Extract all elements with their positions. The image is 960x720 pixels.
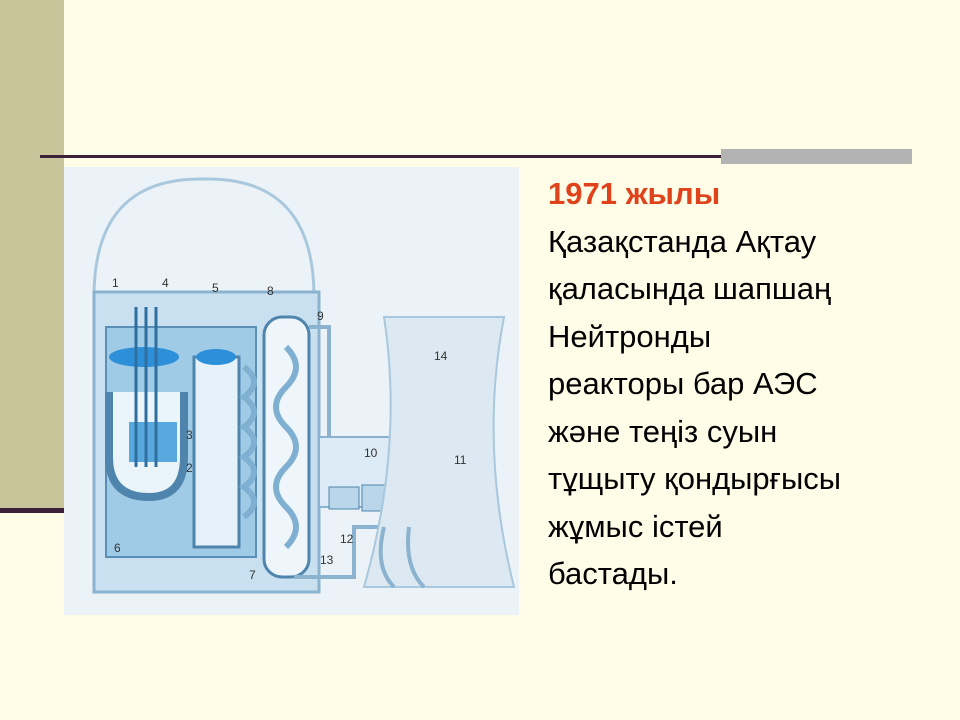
diagram-label: 7 <box>249 568 256 582</box>
coil-pipe-left <box>239 364 257 520</box>
diagram-label: 10 <box>364 446 378 460</box>
diagram-label: 13 <box>320 553 334 567</box>
reactor-lid <box>109 347 179 367</box>
diagram-label: 11 <box>454 453 467 467</box>
decorative-gray-bar <box>721 149 912 164</box>
body-line: жұмыс істей <box>548 508 723 544</box>
condenser-pipes <box>378 526 426 589</box>
npp-diagram-image: 1 2 3 4 5 6 7 8 9 10 11 12 13 14 <box>64 167 519 615</box>
diagram-label: 3 <box>186 428 193 442</box>
title-separator-rule <box>40 155 912 158</box>
body-line: тұщыту қондырғысы <box>548 461 842 496</box>
diagram-label: 2 <box>186 461 193 475</box>
decorative-left-band <box>0 0 64 512</box>
diagram-label: 6 <box>114 541 121 555</box>
body-line: реакторы бар АЭС <box>548 366 818 401</box>
slide-title: 1971 жылы <box>548 176 721 211</box>
turbine <box>328 486 360 510</box>
body-line: Қазақстанда Ақтау <box>548 223 817 259</box>
diagram-label: 12 <box>340 532 354 546</box>
diagram-label: 1 <box>112 276 119 290</box>
diagram-label: 8 <box>267 284 274 298</box>
body-line: қаласында шапшаң <box>548 271 832 306</box>
containment-dome <box>92 177 316 298</box>
diagram-label: 5 <box>212 281 219 295</box>
body-line: бастады. <box>548 556 678 591</box>
coil-pipe-right <box>273 344 299 550</box>
decorative-left-band-edge <box>0 508 64 513</box>
slide-text: 1971 жылы Қазақстанда Ақтау қаласында ша… <box>548 170 928 598</box>
cooling-tower <box>362 316 516 588</box>
diagram-label: 4 <box>162 276 169 290</box>
body-line: Нейтронды <box>548 318 712 354</box>
diagram-label: 14 <box>434 349 448 363</box>
steam-generator <box>262 315 311 579</box>
body-line: және теңіз суын <box>548 413 778 449</box>
diagram-label: 9 <box>317 309 324 323</box>
npp-diagram-svg: 1 2 3 4 5 6 7 8 9 10 11 12 13 14 <box>92 177 516 594</box>
return-pipe <box>294 525 394 579</box>
intermediate-heat-exchanger <box>192 355 241 549</box>
exchanger-top <box>196 349 236 365</box>
